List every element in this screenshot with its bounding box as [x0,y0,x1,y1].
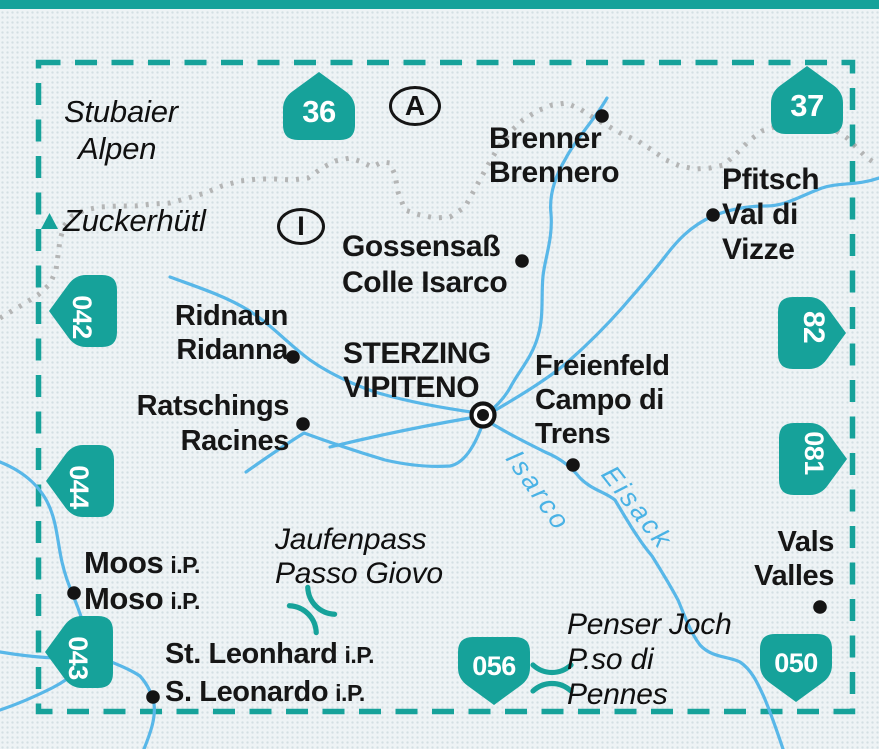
sheet-badge-shield-icon [49,275,117,347]
sheet-badge-050[interactable]: 050 [758,631,834,707]
sheet-badge-37[interactable]: 37 [769,61,845,137]
label-vals: Vals Valles [754,526,834,592]
sheet-badge-shield-icon [771,66,843,134]
town-suffix: i.P. [344,642,374,668]
river-isarco-downstream [484,418,785,749]
town-suffix: i.P. [170,552,200,578]
town-dot-freienfeld [566,458,580,472]
town-dot-st-leonhard [146,690,160,704]
label-jaufenpass: Jaufenpass Passo Giovo [275,523,443,590]
town-dot-ratschings [296,417,310,431]
label-ridnaun: Ridnaun Ridanna [174,300,289,366]
label-freienfeld: Freienfeld Campo di Trens [535,350,670,450]
sheet-badge-043[interactable]: 043 [40,614,116,690]
zuckerhuetl-peak-icon [41,213,58,229]
town-dot-pfitsch [706,208,720,222]
sheet-badge-shield-icon [779,423,847,495]
sheet-badge-044[interactable]: 044 [41,443,117,519]
sheet-badge-shield-icon [46,445,114,517]
river-west-tributary [328,416,472,449]
river-pfitscher-bach [490,176,879,414]
sheet-badge-82[interactable]: 82 [775,295,851,371]
label-stubaier-alpen: Stubaier Alpen [64,94,178,166]
sheet-number: 82 [797,310,830,344]
town-dot-brenner [595,109,609,123]
sheet-number: 056 [472,650,516,681]
town-name: St. Leonhard [165,638,338,670]
town-suffix: i.P. [170,588,200,614]
label-ratschings: Ratschings Racines [136,390,290,457]
town-name: Moos [84,545,164,580]
town-dot-gossensass [515,254,529,268]
sheet-number: 36 [302,94,336,129]
country-code: A [404,90,426,121]
city-ring-sterzing [469,401,497,429]
sheet-badge-056[interactable]: 056 [456,634,532,710]
town-dot-vals [813,600,827,614]
sheet-badge-shield-icon [283,72,355,140]
country-code: I [297,211,305,241]
country-marker-austria: A [389,86,441,126]
label-gossensass: Gossensaß Colle Isarco [342,230,508,299]
label-brenner: Brenner Brennero [489,122,620,189]
river-eisack-upper [485,96,609,416]
river-ridnaun-valley [168,275,480,415]
cover-top-bar [0,0,879,9]
sheet-badge-36[interactable]: 36 [281,67,357,143]
label-pfitsch: Pfitsch Val di Vizze [722,163,820,266]
sheet-badge-shield-icon [760,634,832,702]
sheet-number: 042 [67,295,98,339]
town-name: Moso [84,581,164,616]
sheet-badge-shield-icon [778,297,846,369]
sheet-badge-shield-icon [458,637,530,705]
label-zuckerhuetl: Zuckerhütl [63,203,206,238]
sheet-number: 043 [63,636,94,680]
label-sterzing: STERZING VIPITENO [343,337,491,404]
penser-joch-pass-icon [530,662,574,694]
sheet-badge-shield-icon [45,616,113,688]
sheet-badge-081[interactable]: 081 [776,421,852,497]
sheet-number: 37 [790,88,824,123]
label-penser-joch: Penser Joch P.so di Pennes [567,608,732,711]
sheet-number: 081 [799,431,830,475]
sheet-boundary-dashed-border [35,59,856,715]
river-ratschings-valley [244,418,486,474]
sheet-number: 044 [64,465,95,509]
town-dot-moso [67,586,81,600]
jaufenpass-pass-icon [286,584,338,636]
town-name: S. Leonardo [165,676,329,708]
river-passeier-south [96,655,156,749]
sheet-number: 050 [774,647,818,678]
sheet-badge-042[interactable]: 042 [44,273,120,349]
country-marker-italy: I [277,208,325,245]
town-suffix: i.P. [335,680,365,706]
town-dot-ridanna [286,350,300,364]
